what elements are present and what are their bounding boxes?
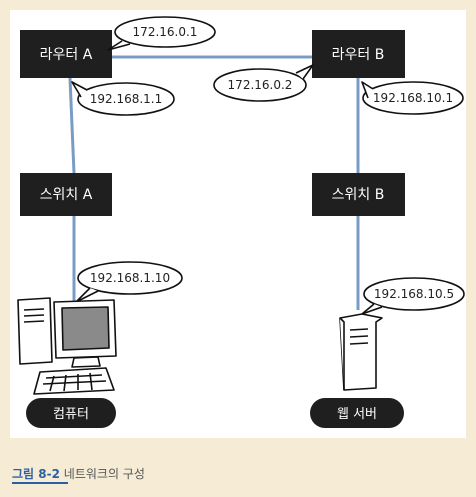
switch-a-label: 스위치 A <box>40 187 93 203</box>
switch-b: 스위치 B <box>312 173 405 216</box>
computer-icon <box>17 297 117 395</box>
figure-number: 그림 8-2 <box>12 467 60 481</box>
network-diagram: 라우터 A 라우터 B 스위치 A 스위치 B 172.16.0.1 172.1… <box>17 16 465 428</box>
link-router-a-switch-a <box>68 77 76 174</box>
ip-bubble-computer: 192.168.1.10 <box>75 261 183 303</box>
web-server-icon <box>339 313 383 391</box>
ip-router-b-wan: 172.16.0.2 <box>228 78 293 92</box>
computer-label: 컴퓨터 <box>53 407 89 422</box>
caption-underline <box>12 482 68 484</box>
switch-b-label: 스위치 B <box>332 187 385 203</box>
web-server-label-pill: 웹 서버 <box>310 398 404 428</box>
ip-bubble-router-b-lan: 192.168.10.1 <box>361 81 464 115</box>
ip-bubble-router-a-lan: 192.168.1.1 <box>71 81 175 116</box>
switch-a: 스위치 A <box>20 173 112 216</box>
ip-web-server: 192.168.10.5 <box>374 287 454 301</box>
figure-caption: 그림 8-2 네트워크의 구성 <box>12 465 145 482</box>
ip-router-a-lan: 192.168.1.1 <box>90 92 163 106</box>
figure-title: 네트워크의 구성 <box>63 467 145 481</box>
ip-computer: 192.168.1.10 <box>90 271 170 285</box>
ip-router-a-wan: 172.16.0.1 <box>133 25 198 39</box>
ip-bubble-router-b-wan: 172.16.0.2 <box>213 64 314 102</box>
router-b: 라우터 B <box>312 30 405 78</box>
network-figure: 라우터 A 라우터 B 스위치 A 스위치 B 172.16.0.1 172.1… <box>10 10 466 438</box>
computer-label-pill: 컴퓨터 <box>26 398 116 428</box>
web-server-label: 웹 서버 <box>337 407 377 422</box>
router-a: 라우터 A <box>20 30 112 78</box>
router-b-label: 라우터 B <box>332 47 385 63</box>
ip-router-b-lan: 192.168.10.1 <box>373 91 453 105</box>
router-a-label: 라우터 A <box>40 47 93 63</box>
ip-bubble-web-server: 192.168.10.5 <box>361 277 465 315</box>
ip-bubble-router-a-wan: 172.16.0.1 <box>107 16 216 51</box>
